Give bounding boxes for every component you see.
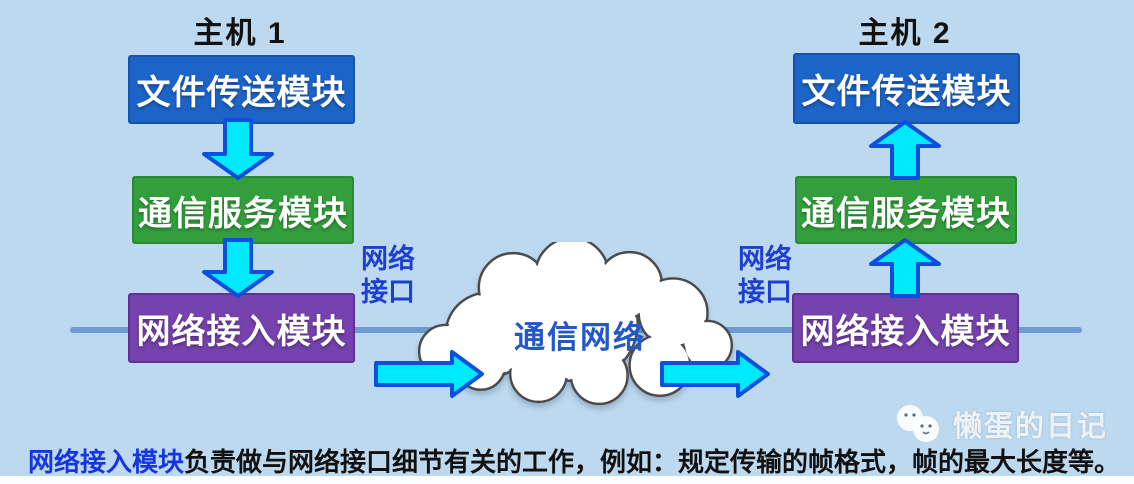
network-cloud	[417, 242, 733, 406]
up-arrow-icon	[869, 238, 941, 298]
host2-comm-service-module: 通信服务模块	[795, 176, 1017, 244]
bottom-divider	[0, 476, 1134, 484]
network-interface-label-right: 网络接口	[738, 244, 792, 307]
watermark-text: 懒蛋的日记	[953, 411, 1109, 443]
network-interface-label-left: 网络接口	[361, 244, 415, 307]
host2-network-access-module: 网络接入模块	[792, 293, 1019, 363]
caption: 网络接入模块负责做与网络接口细节有关的工作，例如：规定传输的帧格式，帧的最大长度…	[28, 442, 1128, 479]
host1-title: 主机 1	[193, 17, 287, 50]
right-arrow-icon	[660, 350, 770, 398]
cloud-label: 通信网络	[514, 320, 646, 355]
host1-file-transfer-module: 文件传送模块	[128, 55, 355, 124]
host1-network-access-module: 网络接入模块	[128, 293, 355, 363]
up-arrow-icon	[869, 120, 941, 180]
down-arrow-icon	[202, 118, 274, 180]
host2-title: 主机 2	[858, 17, 952, 50]
host2-file-transfer-module: 文件传送模块	[793, 53, 1020, 124]
down-arrow-icon	[202, 238, 274, 298]
right-arrow-icon	[374, 350, 484, 398]
caption-text: 负责做与网络接口细节有关的工作，例如：规定传输的帧格式，帧的最大长度等。	[184, 447, 1121, 477]
caption-highlight: 网络接入模块	[28, 447, 185, 477]
watermark: 懒蛋的日记	[893, 402, 1108, 446]
egg-face-icon	[897, 405, 939, 442]
host1-comm-service-module: 通信服务模块	[132, 176, 354, 244]
